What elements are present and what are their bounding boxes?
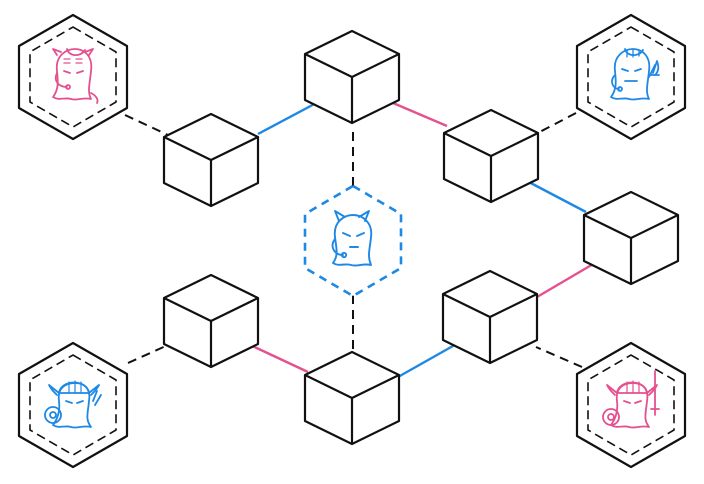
- links: [124, 98, 601, 379]
- chain-link-3-4: [524, 178, 587, 214]
- node-top-left: [17, 13, 129, 141]
- dashed-link-top-right: [531, 112, 577, 137]
- dashed-link-bottom-right: [535, 346, 583, 368]
- block-6: [303, 350, 401, 446]
- chain-link-4-5: [536, 258, 601, 299]
- block-1: [162, 112, 260, 208]
- node-bottom-left: [17, 341, 129, 469]
- chain-link-2-3: [385, 98, 448, 128]
- node-top-right: [575, 13, 687, 141]
- block-7: [162, 273, 260, 369]
- dashed-link-bottom-left: [127, 344, 169, 364]
- ghost-with-dagger-icon: [610, 48, 660, 101]
- chain-link-1-2: [257, 99, 321, 136]
- block-2: [303, 29, 401, 125]
- ghost-with-headset-icon: [52, 48, 99, 104]
- dashed-link-top-left: [124, 114, 169, 136]
- viking-ghost-with-shield-icon: [44, 380, 102, 429]
- block-5: [441, 269, 539, 365]
- devil-ghost-with-headset-icon: [331, 210, 373, 267]
- block-4: [582, 190, 680, 286]
- node-bottom-right: [575, 341, 687, 469]
- viking-ghost-with-sword-icon: [602, 370, 660, 429]
- chain-link-6-7: [245, 341, 309, 374]
- block-3: [442, 108, 540, 204]
- chain-link-5-6: [397, 340, 461, 379]
- node-center: [303, 184, 403, 298]
